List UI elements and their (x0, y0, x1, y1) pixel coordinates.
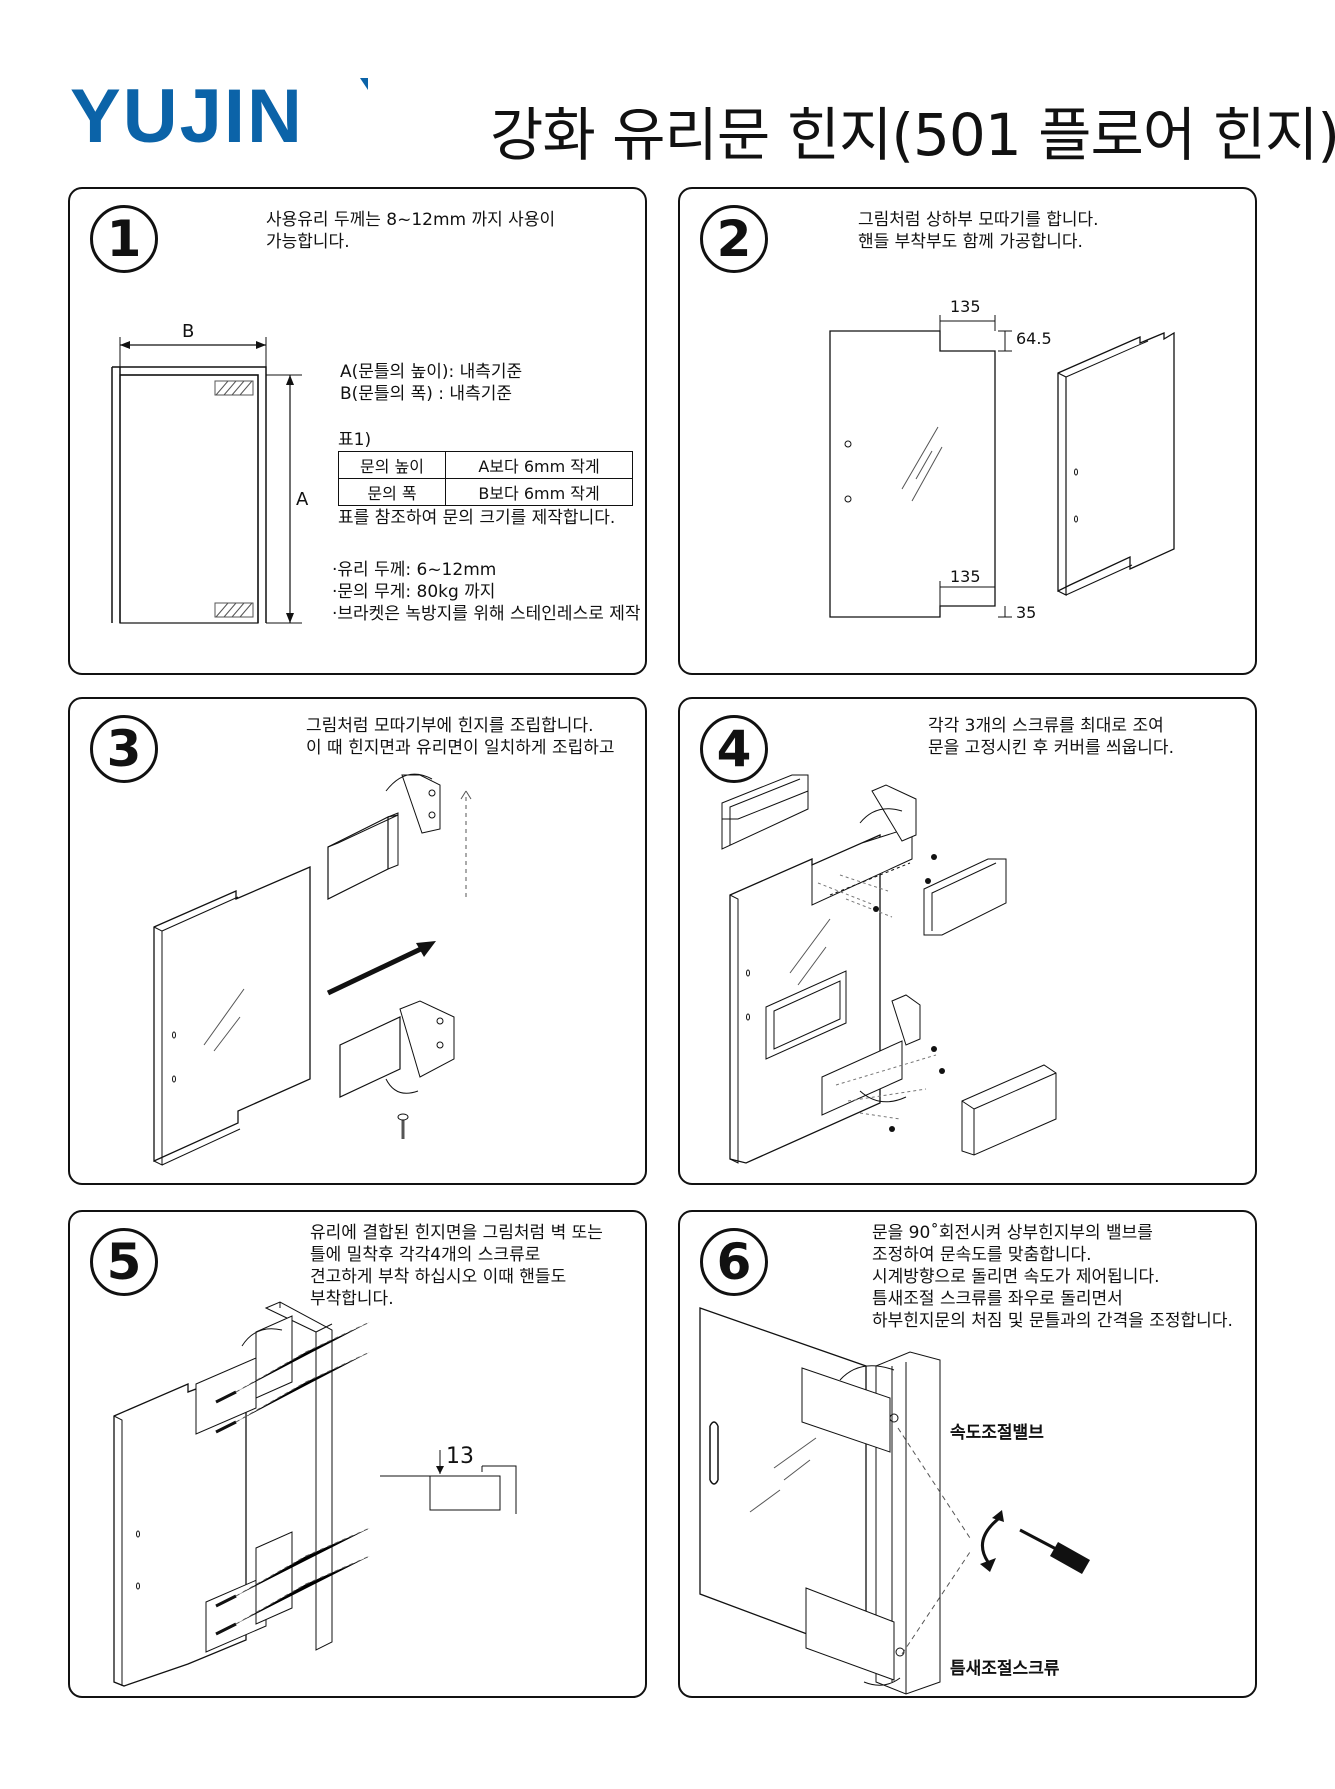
frame-notes: A(문틀의 높이): 내측기준 B(문틀의 폭) : 내측기준 (340, 362, 523, 404)
step-panel-3: 3 그림처럼 모따기부에 힌지를 조립합니다. 이 때 힌지면과 유리면이 일치… (68, 697, 647, 1185)
step-panel-5: 5 유리에 결합된 힌지면을 그림처럼 벽 또는 틀에 밀착후 각각4개의 스크… (68, 1210, 647, 1698)
step-text: 유리에 결합된 힌지면을 그림처럼 벽 또는 틀에 밀착후 각각4개의 스크류로… (310, 1223, 603, 1309)
svg-text:YUJIN: YUJIN (70, 74, 304, 152)
page-title: 강화 유리문 힌지(501 플로어 힌지) (490, 101, 1335, 169)
cover-assembly-diagram (721, 774, 1057, 1164)
step-panel-6: 6 문을 90˚회전시켜 상부힌지부의 밸브를 조정하여 문속도를 맞춤합니다.… (678, 1210, 1257, 1698)
table-cell: 문의 높이 (337, 451, 447, 479)
dim-top-height: 64.5 (1016, 329, 1052, 348)
dim-top-width: 135 (950, 297, 981, 316)
table-cell: 문의 폭 (337, 478, 447, 506)
table-row: 문의 높이 A보다 6mm 작게 (337, 451, 633, 479)
gap-dimension: 13 (446, 1444, 474, 1469)
step-panel-1: 1 사용유리 두께는 8~12mm 까지 사용이 가능합니다. B A A(문틀… (68, 187, 647, 675)
table-cell: B보다 6mm 작게 (445, 478, 633, 506)
screw-label: 틈새조절스크류 (950, 1659, 1060, 1679)
dim-bottom-height: 35 (1016, 603, 1037, 622)
step-text: 각각 3개의 스크류를 최대로 조여 문을 고정시킨 후 커버를 씌웁니다. (928, 716, 1174, 758)
dimension-a-label: A (296, 489, 309, 510)
table-caption: 표1) (338, 430, 372, 450)
door-size-table: 문의 높이 A보다 6mm 작게 문의 폭 B보다 6mm 작게 (337, 451, 633, 506)
valve-label: 속도조절밸브 (950, 1423, 1044, 1443)
step-text: 사용유리 두께는 8~12mm 까지 사용이 가능합니다. (266, 210, 556, 252)
table-cell: A보다 6mm 작게 (445, 451, 633, 479)
step-panel-2: 2 그림처럼 상하부 모따기를 합니다. 핸들 부착부도 함께 가공합니다. 1… (678, 187, 1257, 675)
step-text: 그림처럼 상하부 모따기를 합니다. 핸들 부착부도 함께 가공합니다. (858, 210, 1099, 252)
step-number: 2 (700, 205, 768, 273)
door-frame-diagram (111, 337, 302, 624)
step-panel-4: 4 각각 3개의 스크류를 최대로 조여 문을 고정시킨 후 커버를 씌웁니다. (678, 697, 1257, 1185)
dimension-b-label: B (182, 321, 195, 342)
table-note: 표를 참조하여 문의 크기를 제작합니다. (338, 508, 616, 528)
table-row: 문의 폭 B보다 6mm 작게 (337, 478, 633, 506)
wall-mounting-diagram (113, 1301, 517, 1687)
step-number: 5 (90, 1228, 158, 1296)
spec-list: ·유리 두께: 6~12mm ·문의 무게: 80kg 까지 ·브라켓은 녹방지… (332, 560, 641, 624)
step-number: 1 (90, 205, 158, 273)
glass-notch-diagram (829, 315, 1175, 618)
adjustment-diagram (699, 1307, 1090, 1695)
step-number: 3 (90, 715, 158, 783)
step-text: 그림처럼 모따기부에 힌지를 조립합니다. 이 때 힌지면과 유리면이 일치하게… (306, 716, 615, 758)
step-number: 6 (700, 1228, 768, 1296)
dim-bottom-width: 135 (950, 567, 981, 586)
hinge-assembly-diagram (153, 773, 472, 1166)
yujin-logo: YUJIN (70, 74, 368, 152)
step-text: 문을 90˚회전시켜 상부힌지부의 밸브를 조정하여 문속도를 맞춤합니다. 시… (872, 1223, 1233, 1331)
step-number: 4 (700, 715, 768, 783)
